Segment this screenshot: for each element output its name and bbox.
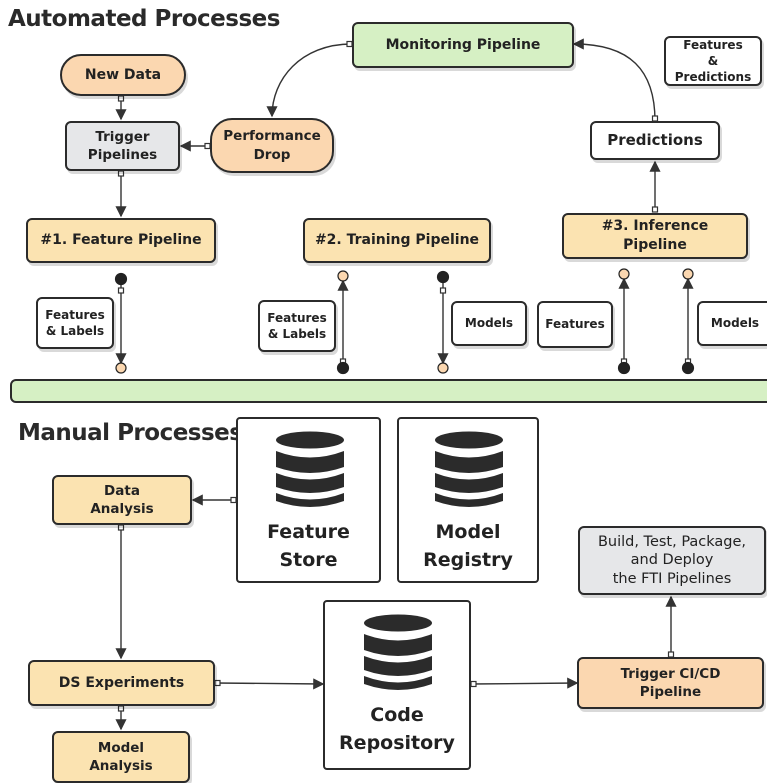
feature-store-box[interactable]: Feature Store	[236, 417, 381, 583]
code-repository-box[interactable]: Code Repository	[323, 600, 471, 770]
dot-tp-models-bottom	[437, 362, 449, 374]
ip-models-label: Models	[697, 301, 767, 346]
model-registry-box[interactable]: Model Registry	[397, 417, 539, 583]
automated-processes-title: Automated Processes	[8, 6, 280, 32]
feature-store-label: Feature Store	[267, 521, 350, 571]
model-analysis-node[interactable]: Model Analysis	[52, 731, 190, 783]
build-test-deploy-node[interactable]: Build, Test, Package, and Deploy the FTI…	[578, 526, 766, 595]
dot-tp-features-bottom	[336, 361, 350, 375]
dot-ip-features-bottom	[617, 361, 631, 375]
dot-fp-top	[114, 272, 128, 286]
training-pipeline-node[interactable]: #2. Training Pipeline	[303, 218, 491, 263]
model-registry-label: Model Registry	[423, 521, 513, 571]
dot-tp-features-top	[337, 270, 349, 282]
performance-drop-node[interactable]: Performance Drop	[210, 118, 334, 173]
features-predictions-label: Features & Predictions	[664, 36, 762, 86]
data-analysis-node[interactable]: Data Analysis	[52, 475, 192, 525]
dot-ip-models-top	[682, 268, 694, 280]
inference-pipeline-node[interactable]: #3. Inference Pipeline	[562, 213, 748, 259]
new-data-node[interactable]: New Data	[60, 54, 186, 96]
database-icon	[364, 614, 432, 690]
database-icon	[435, 431, 503, 507]
edge-experiments-repo	[214, 678, 325, 690]
code-repository-label: Code Repository	[339, 704, 455, 754]
predictions-node[interactable]: Predictions	[590, 121, 720, 160]
edge-predictions-monitoring	[572, 38, 656, 122]
storage-bus-bar	[10, 379, 767, 403]
edge-repo-cicd	[470, 677, 579, 689]
fp-features-labels-label: Features & Labels	[36, 297, 114, 349]
database-icon	[276, 431, 344, 507]
feature-pipeline-node[interactable]: #1. Feature Pipeline	[26, 218, 216, 263]
dot-tp-models-top	[436, 270, 450, 284]
edge-monitoring-perf	[266, 43, 353, 118]
monitoring-pipeline-node[interactable]: Monitoring Pipeline	[352, 22, 574, 68]
tp-models-label: Models	[451, 301, 527, 346]
dot-fp-bottom	[115, 362, 127, 374]
manual-processes-title: Manual Processes	[18, 420, 243, 446]
ip-features-label: Features	[537, 301, 613, 348]
ds-experiments-node[interactable]: DS Experiments	[28, 660, 215, 706]
trigger-cicd-node[interactable]: Trigger CI/CD Pipeline	[577, 657, 764, 709]
dot-ip-models-bottom	[681, 361, 695, 375]
trigger-pipelines-node[interactable]: Trigger Pipelines	[65, 121, 180, 171]
dot-ip-features-top	[618, 268, 630, 280]
tp-features-labels-label: Features & Labels	[258, 300, 336, 352]
